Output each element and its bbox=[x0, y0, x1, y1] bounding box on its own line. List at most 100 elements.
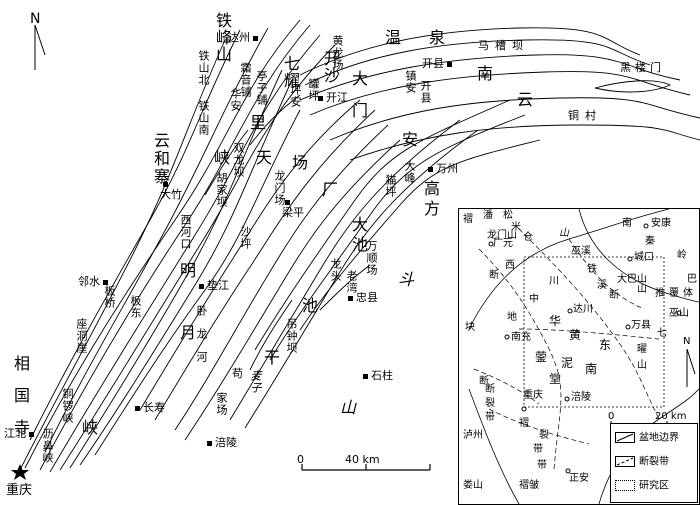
inset-label-46: 泸州 bbox=[463, 430, 483, 441]
inset-label-39: 山 bbox=[637, 360, 647, 371]
city-dianjiang: 垫江 bbox=[196, 280, 229, 291]
region-tiefengshan: 铁峰山 bbox=[213, 12, 232, 63]
inset-label-18: 川 bbox=[549, 276, 559, 287]
inset-label-23: 推 bbox=[655, 288, 665, 299]
inset-label-33: 华 bbox=[549, 314, 562, 328]
label-bandong: 板东 bbox=[129, 295, 142, 319]
inset-label-31: 巫山 bbox=[669, 308, 689, 319]
inset-label-1: 潘 bbox=[483, 210, 493, 221]
label-libixia: 沥鼻峡 bbox=[41, 428, 54, 464]
inset-label-6: 南 bbox=[622, 218, 632, 229]
inset-label-2: 松 bbox=[503, 210, 513, 221]
label-tongluoxia: 铜锣峡 bbox=[61, 388, 74, 424]
label-shuangyinpu: 霜音铺 bbox=[239, 62, 252, 98]
label-huanglongchang: 黄龙场 bbox=[331, 35, 344, 71]
scale-start: 0 bbox=[297, 453, 304, 466]
city-marker bbox=[348, 295, 353, 301]
inset-label-7: 秦 bbox=[645, 236, 655, 247]
inset-label-17: 西 bbox=[505, 260, 515, 271]
inset-scale-end: 20 km bbox=[655, 411, 687, 422]
city-changshou: 长寿 bbox=[132, 402, 165, 413]
inset-label-42: 褶 bbox=[519, 418, 529, 429]
label-guanping: 罐坪 bbox=[307, 78, 320, 102]
inset-label-36: 蓥 bbox=[535, 350, 548, 364]
label-longmenchang: 龙门场 bbox=[273, 170, 286, 206]
region-tian: 天 bbox=[256, 148, 273, 167]
label-longtou: 龙头 bbox=[329, 258, 342, 282]
region-xia: 峡 bbox=[82, 418, 99, 437]
inset-label-43: 断 bbox=[479, 376, 489, 387]
inset-label-20: 溪 bbox=[597, 280, 607, 291]
label-maizi: 麦子 bbox=[249, 370, 262, 394]
legend-swatch-dashed bbox=[615, 456, 635, 467]
inset-label-34: 黄 bbox=[569, 328, 582, 342]
inset-label-40: 堂 bbox=[549, 372, 562, 386]
label-dafeng: 大峰 bbox=[403, 160, 416, 184]
inset-label-4: 仓 bbox=[523, 232, 533, 243]
inset-scale-start: 0 bbox=[608, 411, 615, 422]
region-kaisha: 开沙 bbox=[321, 50, 340, 84]
inset-label-21: 断 bbox=[609, 290, 619, 301]
inset-label-57: 带 bbox=[485, 412, 495, 423]
inset-label-22: 山 bbox=[637, 284, 647, 295]
inset-label-29: 达川 bbox=[573, 304, 593, 315]
city-marker bbox=[135, 405, 140, 411]
legend-item-basin: 盆地边界 bbox=[615, 432, 679, 444]
city-marker bbox=[207, 440, 212, 446]
scale-end: 40 km bbox=[345, 453, 380, 466]
label-tingzipu: 亭子铺 bbox=[255, 70, 268, 106]
label-heiloumen: 黑楼门 bbox=[620, 61, 665, 74]
inset-label-25: 体 bbox=[683, 288, 693, 299]
label-shaping: 沙坪 bbox=[239, 226, 252, 250]
label-wanshunchang: 万顺场 bbox=[365, 240, 378, 276]
inset-label-12: 巫溪 bbox=[571, 246, 591, 257]
city-marker bbox=[285, 199, 290, 205]
label-wolonghe: 卧龙河 bbox=[195, 305, 208, 374]
inset-label-47: 裂 bbox=[539, 430, 549, 441]
inset-label-32: 七 bbox=[657, 328, 667, 339]
city-kaijiang: 开江 bbox=[315, 92, 348, 103]
inset-lines bbox=[468, 209, 699, 504]
label-diaozhongba: 吊钟坝 bbox=[285, 318, 298, 354]
region-gan: 干 bbox=[264, 348, 281, 367]
region-dou: 斗 bbox=[398, 270, 415, 289]
city-marker bbox=[428, 166, 433, 172]
city-marker bbox=[29, 431, 34, 437]
inset-label-9: 广元 bbox=[493, 238, 513, 249]
region-guang: 厂 bbox=[322, 180, 339, 199]
region-gaofang: 高方 bbox=[421, 180, 440, 220]
city-fuling: 涪陵 bbox=[204, 437, 237, 448]
region-nan: 南 bbox=[477, 64, 494, 83]
city-linshui: 邻水 bbox=[78, 276, 111, 287]
inset-label-37: 泥 bbox=[561, 356, 574, 370]
inset-label-55: 断 bbox=[485, 384, 495, 395]
inset-label-14: 大巴山 bbox=[617, 274, 647, 285]
city-marker bbox=[318, 95, 323, 101]
inset-label-54: 块 bbox=[465, 322, 475, 333]
city-zhongxian: 忠县 bbox=[345, 292, 378, 303]
region-damen: 大门 bbox=[349, 70, 368, 134]
region-chi: 池 bbox=[302, 296, 319, 315]
region-li: 里 bbox=[250, 113, 267, 132]
label-macaoba: 马槽坝 bbox=[478, 39, 529, 52]
city-shizhu: 石柱 bbox=[360, 370, 393, 381]
inset-north-label: N bbox=[683, 336, 691, 347]
region-dachi: 大池 bbox=[349, 216, 368, 256]
label-hujiaba: 胡家坝 bbox=[215, 172, 228, 208]
inset-label-30: 万县 bbox=[631, 320, 651, 331]
inset-label-3: 米 bbox=[511, 222, 521, 233]
inset-label-35: 东 bbox=[599, 338, 612, 352]
legend: 盆地边界 断裂带 研究区 bbox=[610, 423, 698, 503]
inset-label-56: 裂 bbox=[485, 398, 495, 409]
legend-swatch-solid bbox=[615, 432, 635, 443]
inset-label-52: 褶皱 bbox=[519, 480, 539, 491]
region-xiangguosi: 相国寺 bbox=[11, 355, 30, 451]
inset-label-51: 娄山 bbox=[463, 480, 483, 491]
region-an: 安 bbox=[402, 130, 419, 149]
label-laowan: 老湾 bbox=[345, 270, 358, 294]
city-dazhu: 大竹 bbox=[160, 178, 182, 200]
city-marker bbox=[363, 373, 368, 379]
region-shan: 山 bbox=[340, 398, 357, 417]
region-xia2: 峡 bbox=[214, 148, 231, 167]
